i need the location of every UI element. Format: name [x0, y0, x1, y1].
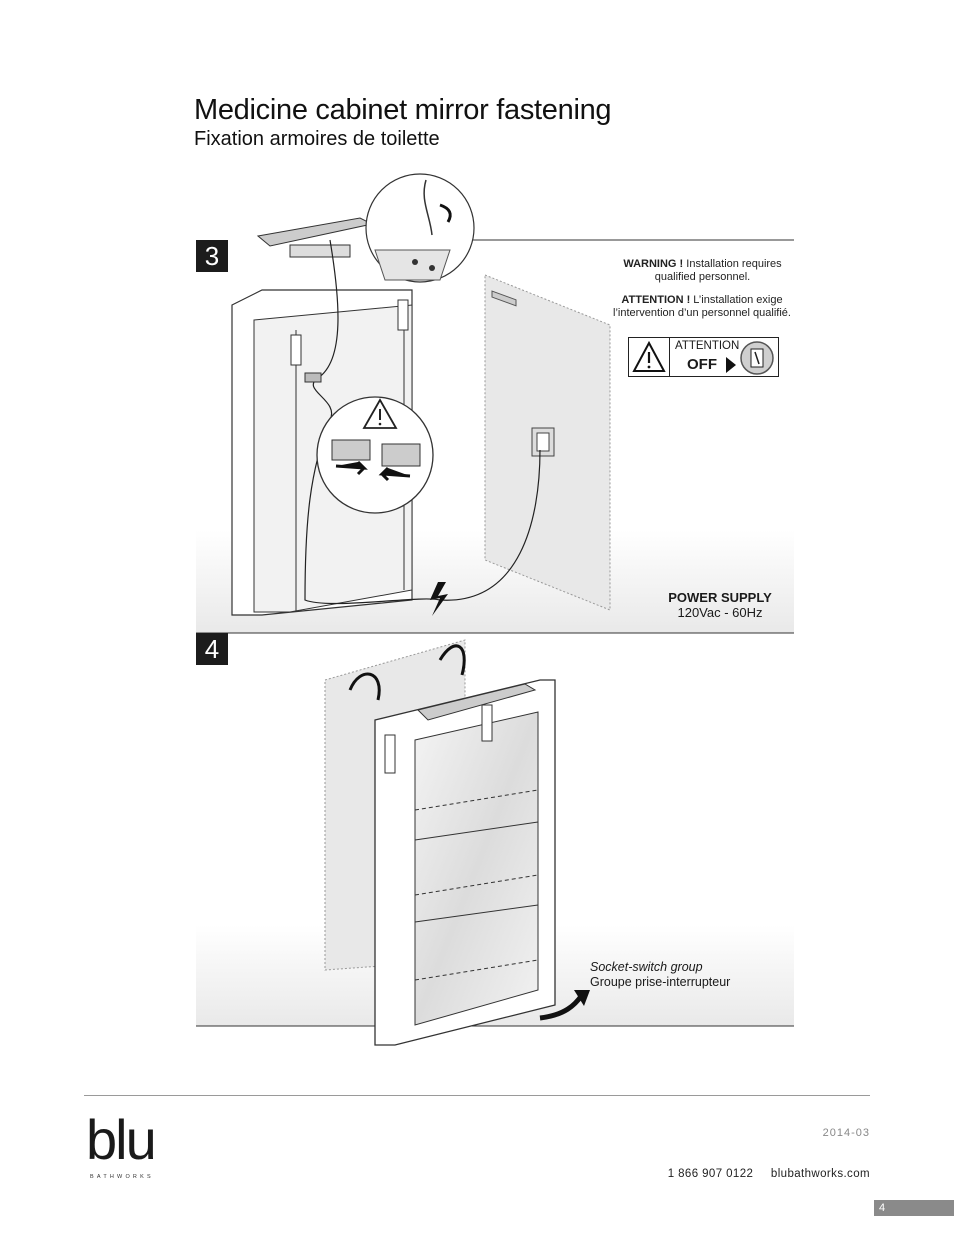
power-supply-label: POWER SUPPLY: [668, 590, 772, 605]
page-subtitle: Fixation armoires de toilette: [194, 128, 440, 150]
attention-label: ATTENTION: [675, 340, 740, 352]
socket-switch-en: Socket-switch group: [590, 960, 703, 974]
warning-fr: ATTENTION ! L’installation exige l’inter…: [612, 294, 792, 320]
contact-info: 1 866 907 0122 blubathworks.com: [600, 1168, 870, 1180]
brand-logo: blu: [86, 1108, 157, 1171]
arrow-right-icon: [726, 357, 736, 373]
footer-divider: [84, 1095, 870, 1096]
warning-en: WARNING ! Installation requires qualifie…: [620, 258, 785, 284]
power-supply: POWER SUPPLY 120Vac - 60Hz: [640, 590, 800, 620]
warning-fr-text: L’installation exige l’intervention d’un…: [613, 294, 791, 319]
power-supply-value: 120Vac - 60Hz: [677, 605, 763, 620]
warning-en-text: Installation requires qualified personne…: [654, 258, 782, 283]
socket-switch-caption: Socket-switch group Groupe prise-interru…: [590, 960, 730, 990]
phone-number: 1 866 907 0122: [667, 1168, 754, 1180]
step-3-badge: 3: [196, 240, 228, 272]
document-date: 2014-03: [822, 1127, 870, 1139]
switch-icon: [740, 341, 774, 375]
brand-logo-sub: BATHWORKS: [90, 1174, 154, 1180]
attention-off-box: ATTENTION OFF: [628, 337, 779, 377]
page-number: 4: [874, 1200, 954, 1216]
socket-switch-fr: Groupe prise-interrupteur: [590, 975, 731, 989]
off-label: OFF: [687, 356, 717, 373]
step-4-badge: 4: [196, 633, 228, 665]
warning-triangle-icon: [632, 340, 666, 372]
website-link[interactable]: blubathworks.com: [770, 1168, 870, 1180]
warning-en-bold: WARNING !: [623, 258, 684, 270]
warning-fr-bold: ATTENTION !: [621, 294, 691, 306]
page-title: Medicine cabinet mirror fastening: [194, 94, 612, 126]
